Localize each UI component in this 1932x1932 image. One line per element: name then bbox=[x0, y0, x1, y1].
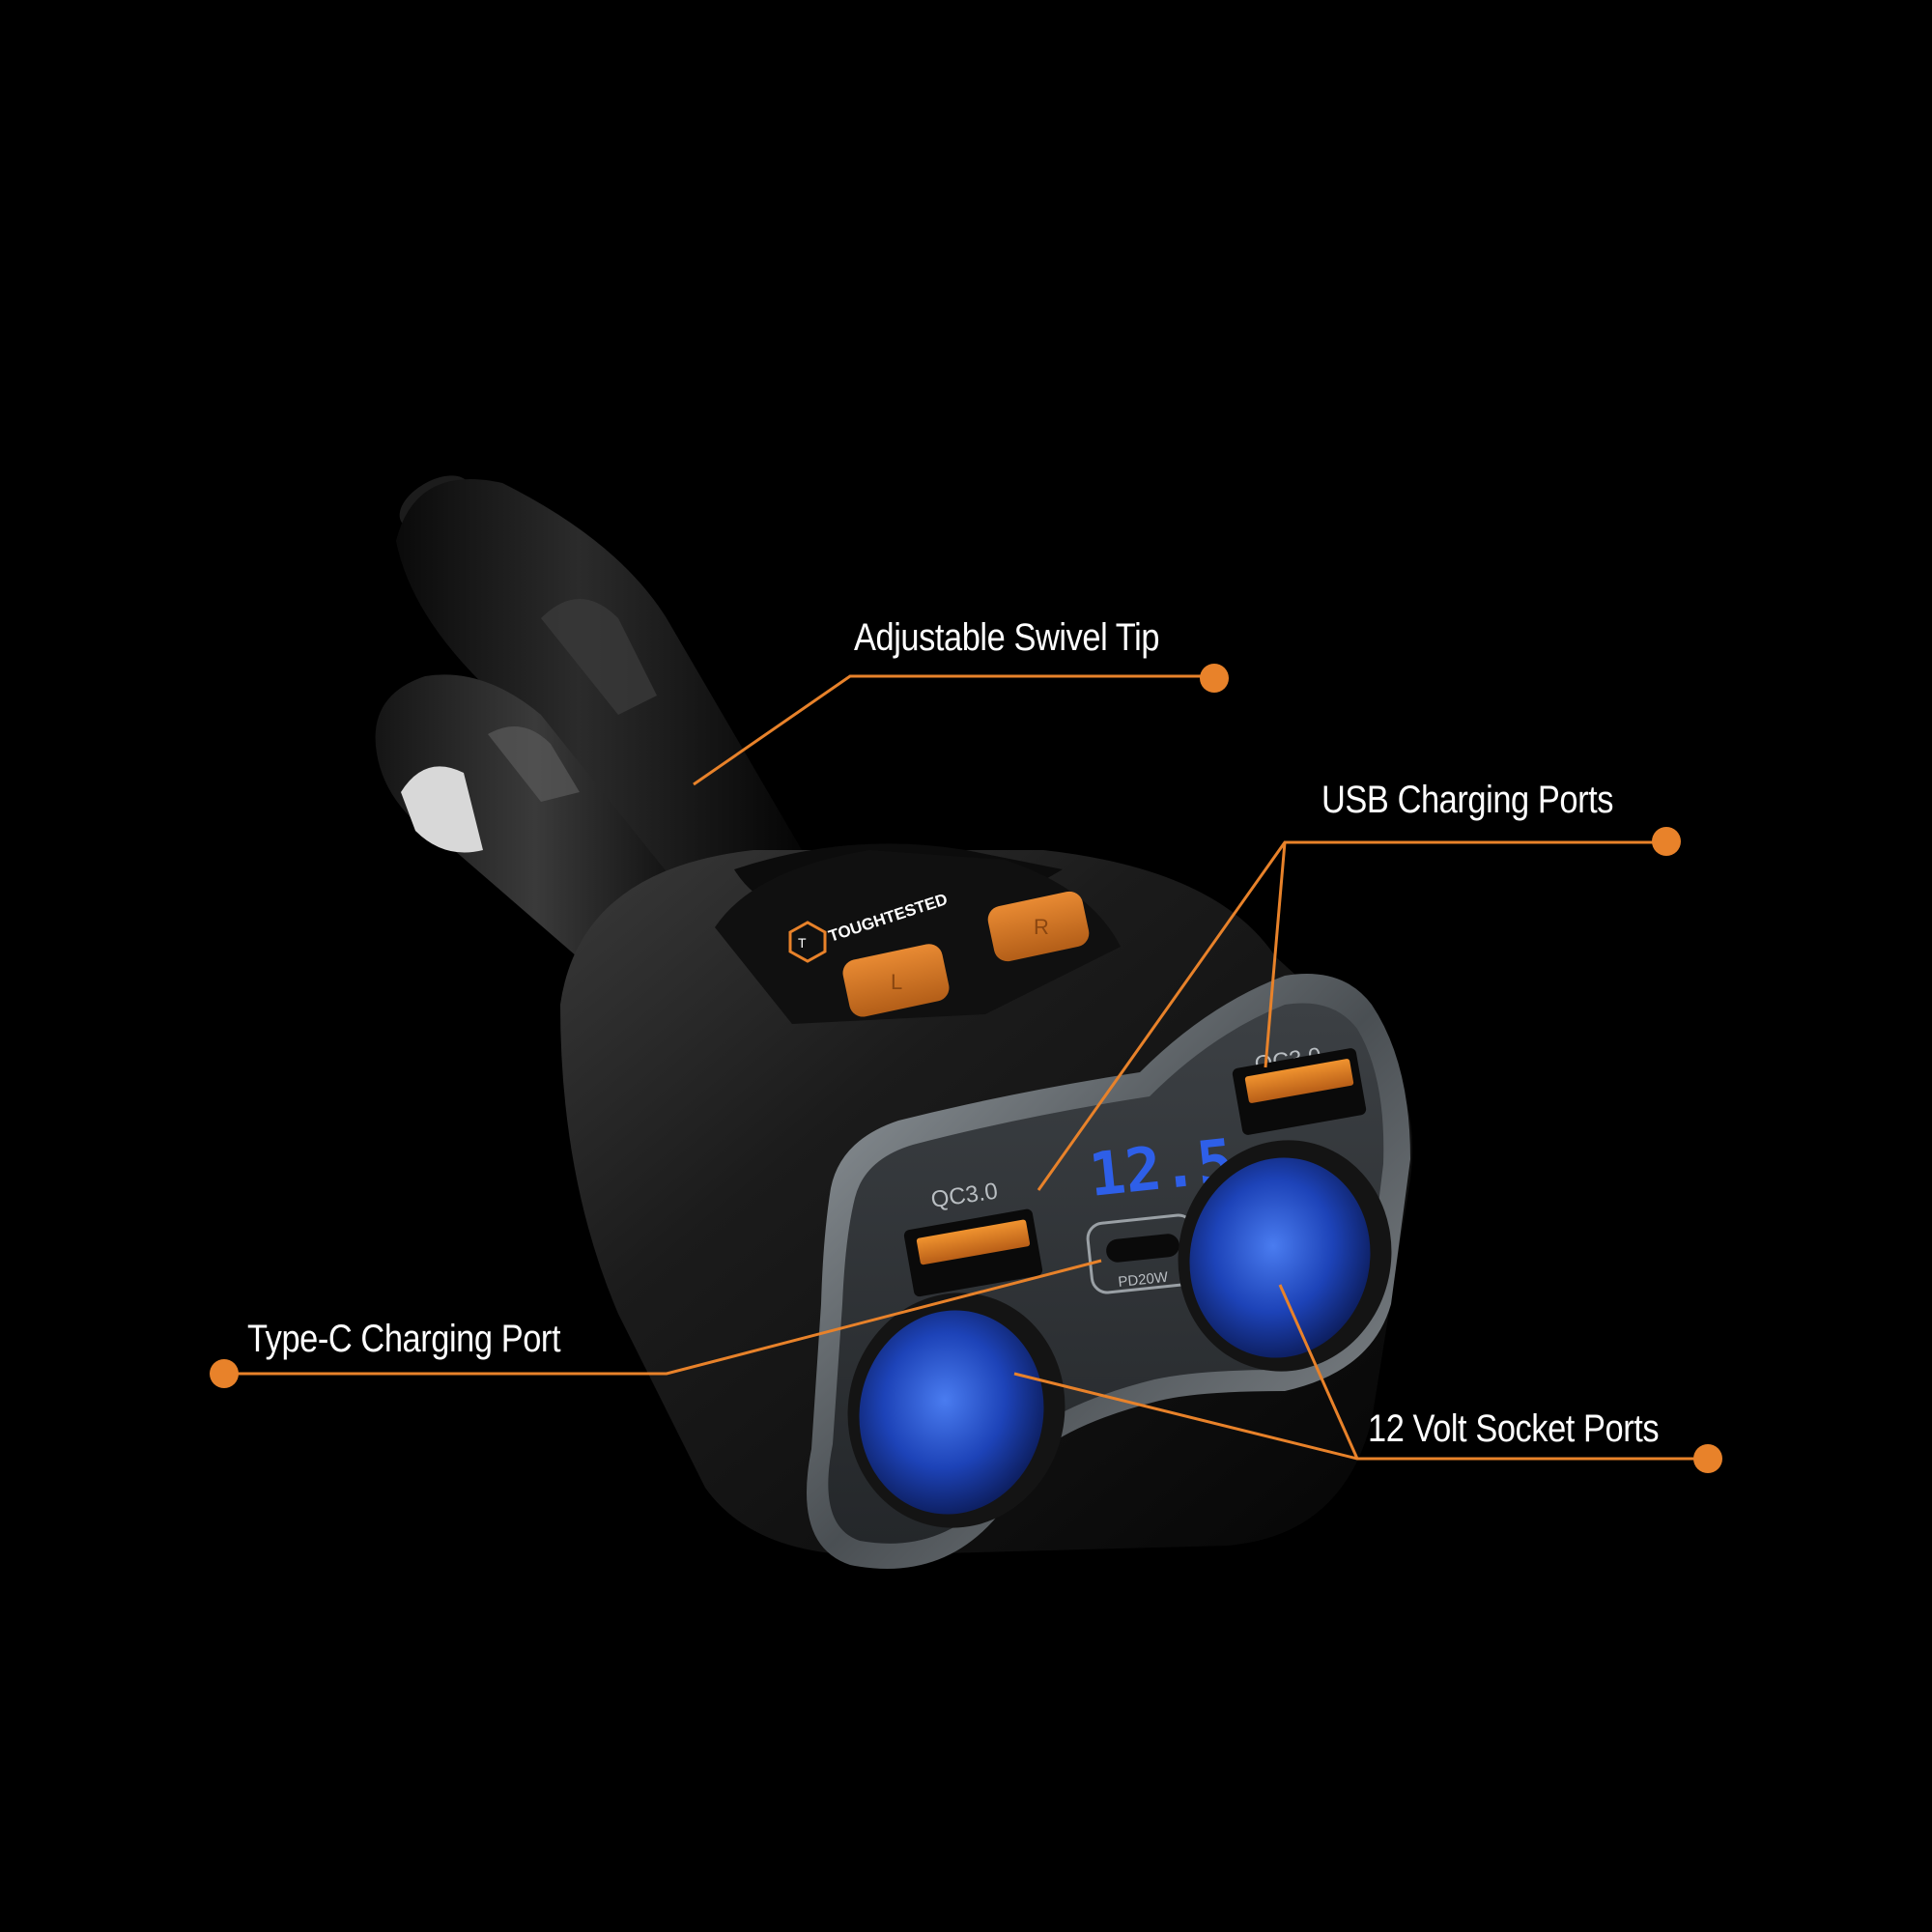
swivel-plug-rear bbox=[396, 475, 802, 927]
swivel-tip-dot bbox=[1200, 664, 1229, 693]
type-c-label: PD20W bbox=[1118, 1269, 1170, 1291]
callout-lines bbox=[224, 674, 1705, 1461]
usb-ports-dot bbox=[1652, 827, 1681, 856]
type-c-leader bbox=[224, 1259, 1102, 1376]
callout-type-c-port: Type-C Charging Port bbox=[247, 1318, 561, 1360]
swivel-plug-front bbox=[375, 674, 696, 976]
button-r[interactable]: R bbox=[985, 889, 1092, 964]
socket-ports-leader-2 bbox=[1278, 1284, 1359, 1460]
socket-ports-dot bbox=[1693, 1444, 1722, 1473]
usb-ports-leader-2 bbox=[1264, 841, 1287, 1068]
button-l[interactable]: L bbox=[840, 942, 952, 1020]
svg-text:T: T bbox=[798, 935, 807, 951]
top-panel: T TOUGHTESTED L R bbox=[715, 850, 1121, 1024]
swivel-tip-leader bbox=[693, 674, 1208, 786]
socket-port-right[interactable] bbox=[1156, 1121, 1412, 1391]
callout-usb-ports: USB Charging Ports bbox=[1321, 779, 1613, 821]
socket-port-left[interactable] bbox=[826, 1272, 1087, 1548]
callout-dots bbox=[210, 664, 1722, 1473]
usb-port-right[interactable]: QC3.0 bbox=[1232, 1043, 1367, 1136]
usb-port-left[interactable]: QC3.0 bbox=[903, 1179, 1043, 1298]
callout-swivel-tip: Adjustable Swivel Tip bbox=[854, 616, 1160, 659]
callout-socket-ports: 12 Volt Socket Ports bbox=[1368, 1407, 1660, 1450]
button-l-label: L bbox=[891, 970, 902, 994]
button-r-label: R bbox=[1034, 915, 1049, 939]
type-c-dot bbox=[210, 1359, 239, 1388]
